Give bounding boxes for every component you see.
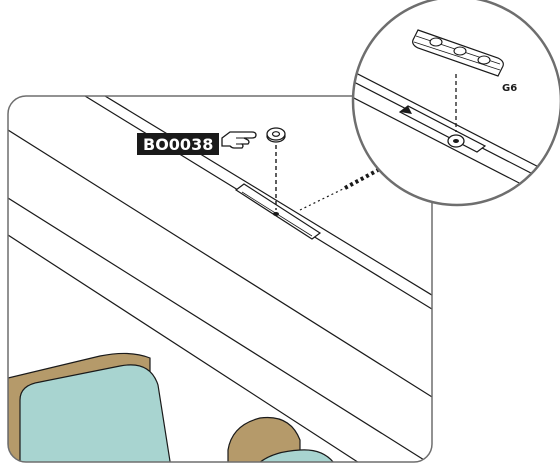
part-code-label: BO0038 [143,135,213,154]
part-callout: BO0038 [137,127,286,210]
detail-circle-border [351,0,560,207]
pointing-hand-icon [221,131,257,149]
washer-icon [266,127,286,143]
main-view [7,95,433,463]
chair-parts [8,352,341,462]
detail-view: G6 [351,0,560,207]
main-frame-border [7,95,433,463]
part-code-badge [137,133,219,155]
washer-strip-icon [412,29,504,77]
detail-code-label: G6 [502,83,517,94]
rail-slot [234,183,322,240]
detail-leader [299,168,379,211]
